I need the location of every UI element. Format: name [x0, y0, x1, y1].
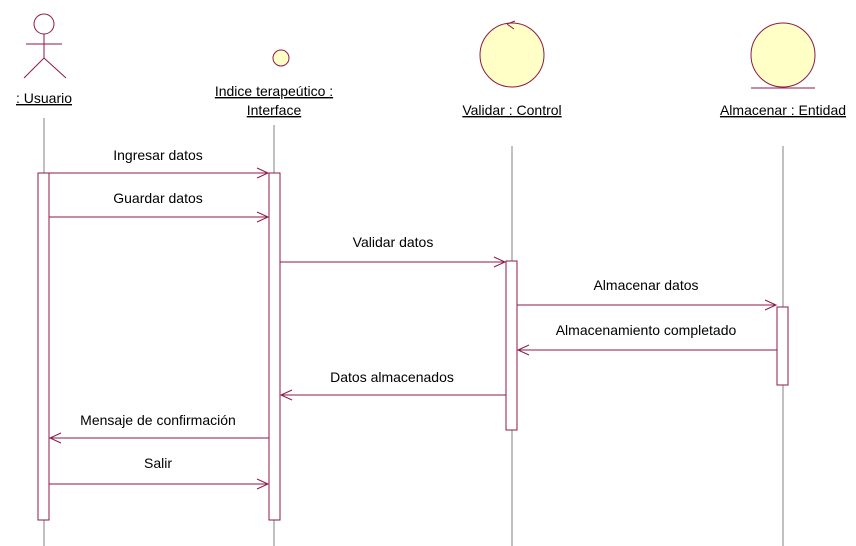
activation-interface	[268, 172, 281, 521]
message-label: Guardar datos	[113, 190, 203, 206]
activation-usuario	[37, 172, 50, 521]
message-datos-almacenados: Datos almacenados	[279, 369, 506, 401]
activation-control	[505, 260, 518, 431]
message-salir: Salir	[49, 455, 270, 490]
entity-icon	[750, 22, 816, 89]
message-label: Datos almacenados	[330, 369, 454, 385]
actor-icon	[23, 13, 67, 79]
message-label: Ingresar datos	[113, 147, 203, 163]
message-label: Almacenamiento completado	[556, 322, 737, 338]
participant-label-usuario: : Usuario	[16, 90, 72, 106]
message-mensaje-confirmacion: Mensaje de confirmación	[48, 412, 269, 444]
participant-label-interface-line1: Indice terapeútico :	[215, 83, 333, 99]
message-label: Salir	[144, 455, 172, 471]
interface-icon	[272, 49, 290, 67]
participant-label-control: Validar : Control	[462, 102, 561, 118]
message-label: Validar datos	[353, 234, 434, 250]
activation-entidad	[776, 306, 789, 386]
message-almacenar-datos: Almacenar datos	[517, 277, 778, 311]
participant-label-interface-line2: Interface	[247, 102, 302, 118]
participant-label-entidad: Almacenar : Entidad	[720, 102, 846, 118]
message-ingresar-datos: Ingresar datos	[49, 147, 270, 179]
message-guardar-datos: Guardar datos	[49, 190, 270, 223]
control-icon	[479, 20, 545, 88]
message-label: Mensaje de confirmación	[80, 412, 236, 428]
message-validar-datos: Validar datos	[280, 234, 507, 268]
message-label: Almacenar datos	[593, 277, 698, 293]
message-almacenamiento-completado: Almacenamiento completado	[516, 322, 777, 356]
